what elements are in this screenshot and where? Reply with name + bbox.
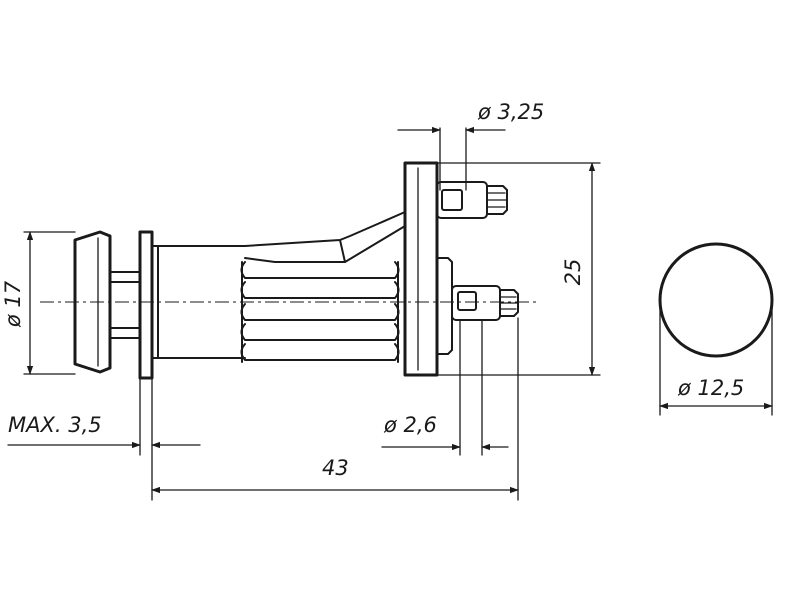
dim-label-pin-top: ø 3,25: [477, 100, 544, 124]
knob: [73, 230, 112, 374]
upper-terminal: [436, 181, 508, 219]
rear-boss: [436, 257, 453, 355]
plunger-shaft: [109, 271, 141, 339]
upper-bracket: [244, 211, 406, 263]
front-flange: [138, 230, 154, 380]
dimension-lines: [7, 126, 773, 501]
dim-label-pin-bottom: ø 2,6: [383, 413, 437, 437]
dim-label-flange-height: 25: [561, 259, 585, 286]
rear-flange: [403, 161, 439, 377]
body-ribs: [240, 261, 400, 363]
dim-label-overall-length: 43: [322, 456, 349, 480]
lower-terminal: [451, 285, 519, 321]
switch-side-view: [40, 161, 540, 380]
body-tube: [151, 245, 246, 359]
dim-label-panel-thickness: MAX. 3,5: [8, 413, 102, 437]
dim-label-knob-diameter: ø 17: [1, 280, 25, 328]
panel-cutout-circle: [658, 242, 774, 358]
dim-label-hole-diameter: ø 12,5: [677, 376, 744, 400]
